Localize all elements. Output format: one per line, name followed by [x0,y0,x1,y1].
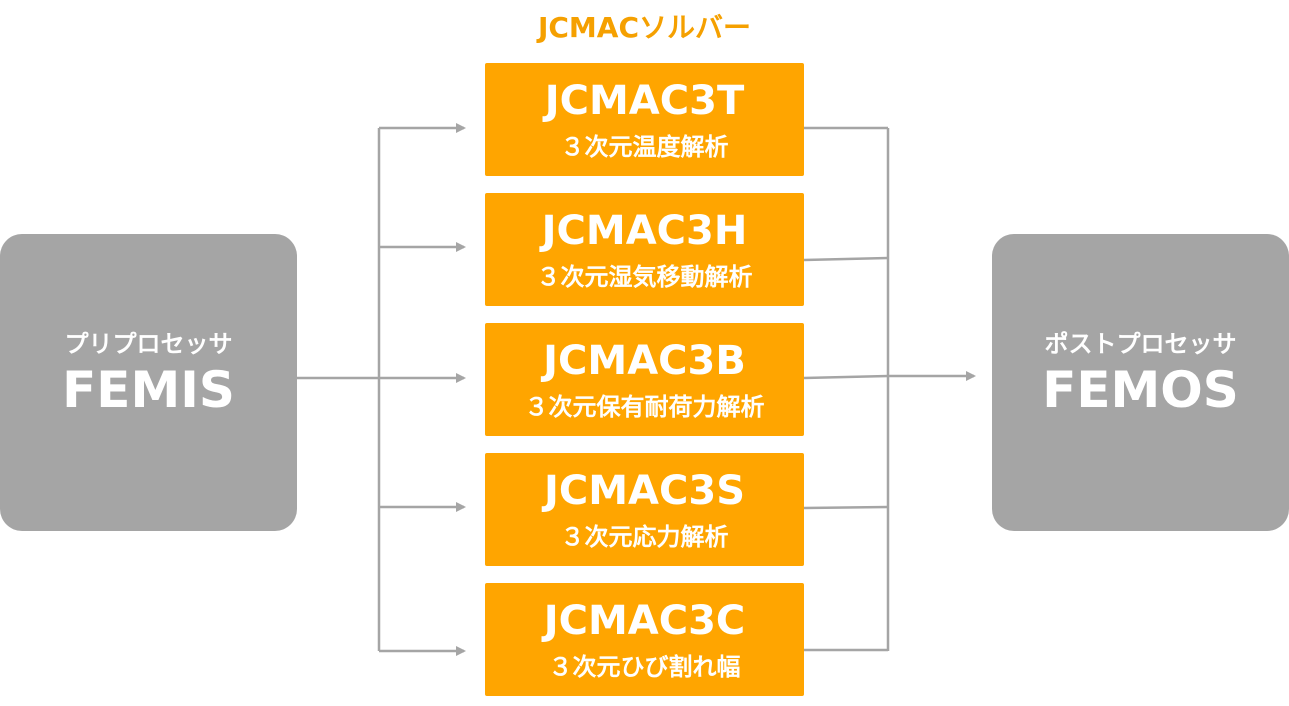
postprocessor-name: FEMOS [1042,361,1239,419]
solver-name: JCMAC3B [543,338,746,384]
solver-name: JCMAC3C [543,598,746,644]
solver-box-jcmac3c: JCMAC3C ３次元ひび割れ幅 [485,583,804,696]
solver-box-jcmac3b: JCMAC3B ３次元保有耐荷力解析 [485,323,804,436]
postprocessor-box: ポストプロセッサ FEMOS [992,234,1289,531]
solver-description: ３次元保有耐荷力解析 [524,393,765,421]
solver-box-jcmac3s: JCMAC3S ３次元応力解析 [485,453,804,566]
jcmac3s-output-line [803,505,889,510]
solver-name: JCMAC3S [544,468,745,514]
preprocessor-role: プリプロセッサ [64,330,233,358]
solver-group-title: JCMACソルバー [537,11,752,44]
solver-box-jcmac3h: JCMAC3H ３次元湿気移動解析 [485,193,804,306]
solver-description: ３次元温度解析 [560,133,729,161]
postprocessor-role: ポストプロセッサ [1044,330,1237,358]
solver-description: ３次元ひび割れ幅 [548,653,741,681]
jcmac3h-output-line [803,256,889,262]
solver-box-jcmac3t: JCMAC3T ３次元温度解析 [485,63,804,176]
solver-name: JCMAC3H [541,208,748,254]
solver-description: ３次元湿気移動解析 [536,263,753,291]
solver-description: ３次元応力解析 [560,523,729,551]
preprocessor-box: プリプロセッサ FEMIS [0,234,297,531]
solver-name: JCMAC3T [544,78,745,124]
jcmac3b-output-line [803,374,889,380]
preprocessor-name: FEMIS [62,361,235,419]
